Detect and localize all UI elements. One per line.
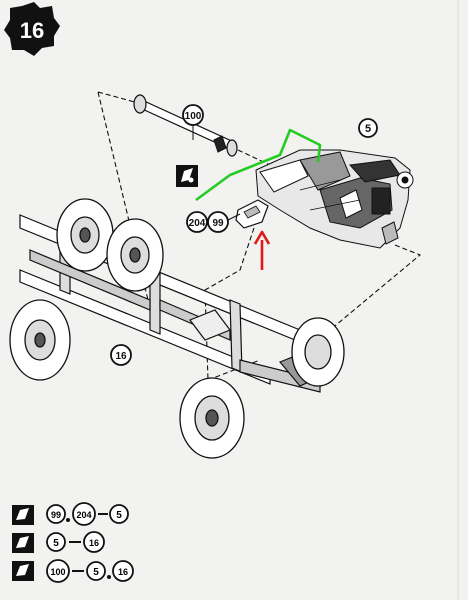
svg-text:100: 100 <box>50 567 65 577</box>
step-number: 16 <box>20 18 44 43</box>
green-highlight-annotation <box>195 128 322 202</box>
callout-subassembly-16: 16 <box>110 344 132 366</box>
step-badge-icon: 16 <box>4 2 60 56</box>
glue-icon <box>12 533 34 553</box>
svg-text:16: 16 <box>118 567 128 577</box>
rear-wheel-left-1 <box>56 198 114 272</box>
svg-text:5: 5 <box>93 567 99 578</box>
red-arrow-annotation <box>253 230 271 270</box>
sequence-row-3: 100 5 16 <box>12 559 134 583</box>
glue-icon <box>12 561 34 581</box>
front-wheel-right <box>291 317 345 387</box>
svg-text:5: 5 <box>365 123 371 135</box>
svg-text:204: 204 <box>189 218 206 229</box>
svg-text:16: 16 <box>115 351 127 362</box>
callout-subassembly-5: 5 <box>358 118 378 138</box>
front-wheel-left <box>179 377 245 459</box>
sequence-row-1: 99 204 5 <box>12 502 129 526</box>
svg-text:5: 5 <box>116 510 122 521</box>
assembly-sequence-legend: 99 204 5 5 16 100 <box>12 502 134 583</box>
transmission-mount <box>235 199 269 229</box>
drive-shaft <box>133 94 238 157</box>
engine-transmission <box>255 149 414 249</box>
callout-part-99: 99 <box>207 211 241 233</box>
sequence-row-2: 5 16 <box>12 531 105 553</box>
svg-text:5: 5 <box>53 538 59 549</box>
svg-text:99: 99 <box>212 218 224 229</box>
glue-icon <box>12 505 34 525</box>
rear-wheel-right <box>9 299 71 381</box>
svg-text:99: 99 <box>51 510 61 520</box>
rear-wheel-left-2 <box>106 218 164 292</box>
svg-text:204: 204 <box>76 510 91 520</box>
svg-text:16: 16 <box>89 538 99 548</box>
callout-part-100: 100 <box>182 104 204 140</box>
svg-text:100: 100 <box>185 111 202 122</box>
glue-icon <box>176 165 198 187</box>
callout-part-204: 204 <box>186 211 208 233</box>
